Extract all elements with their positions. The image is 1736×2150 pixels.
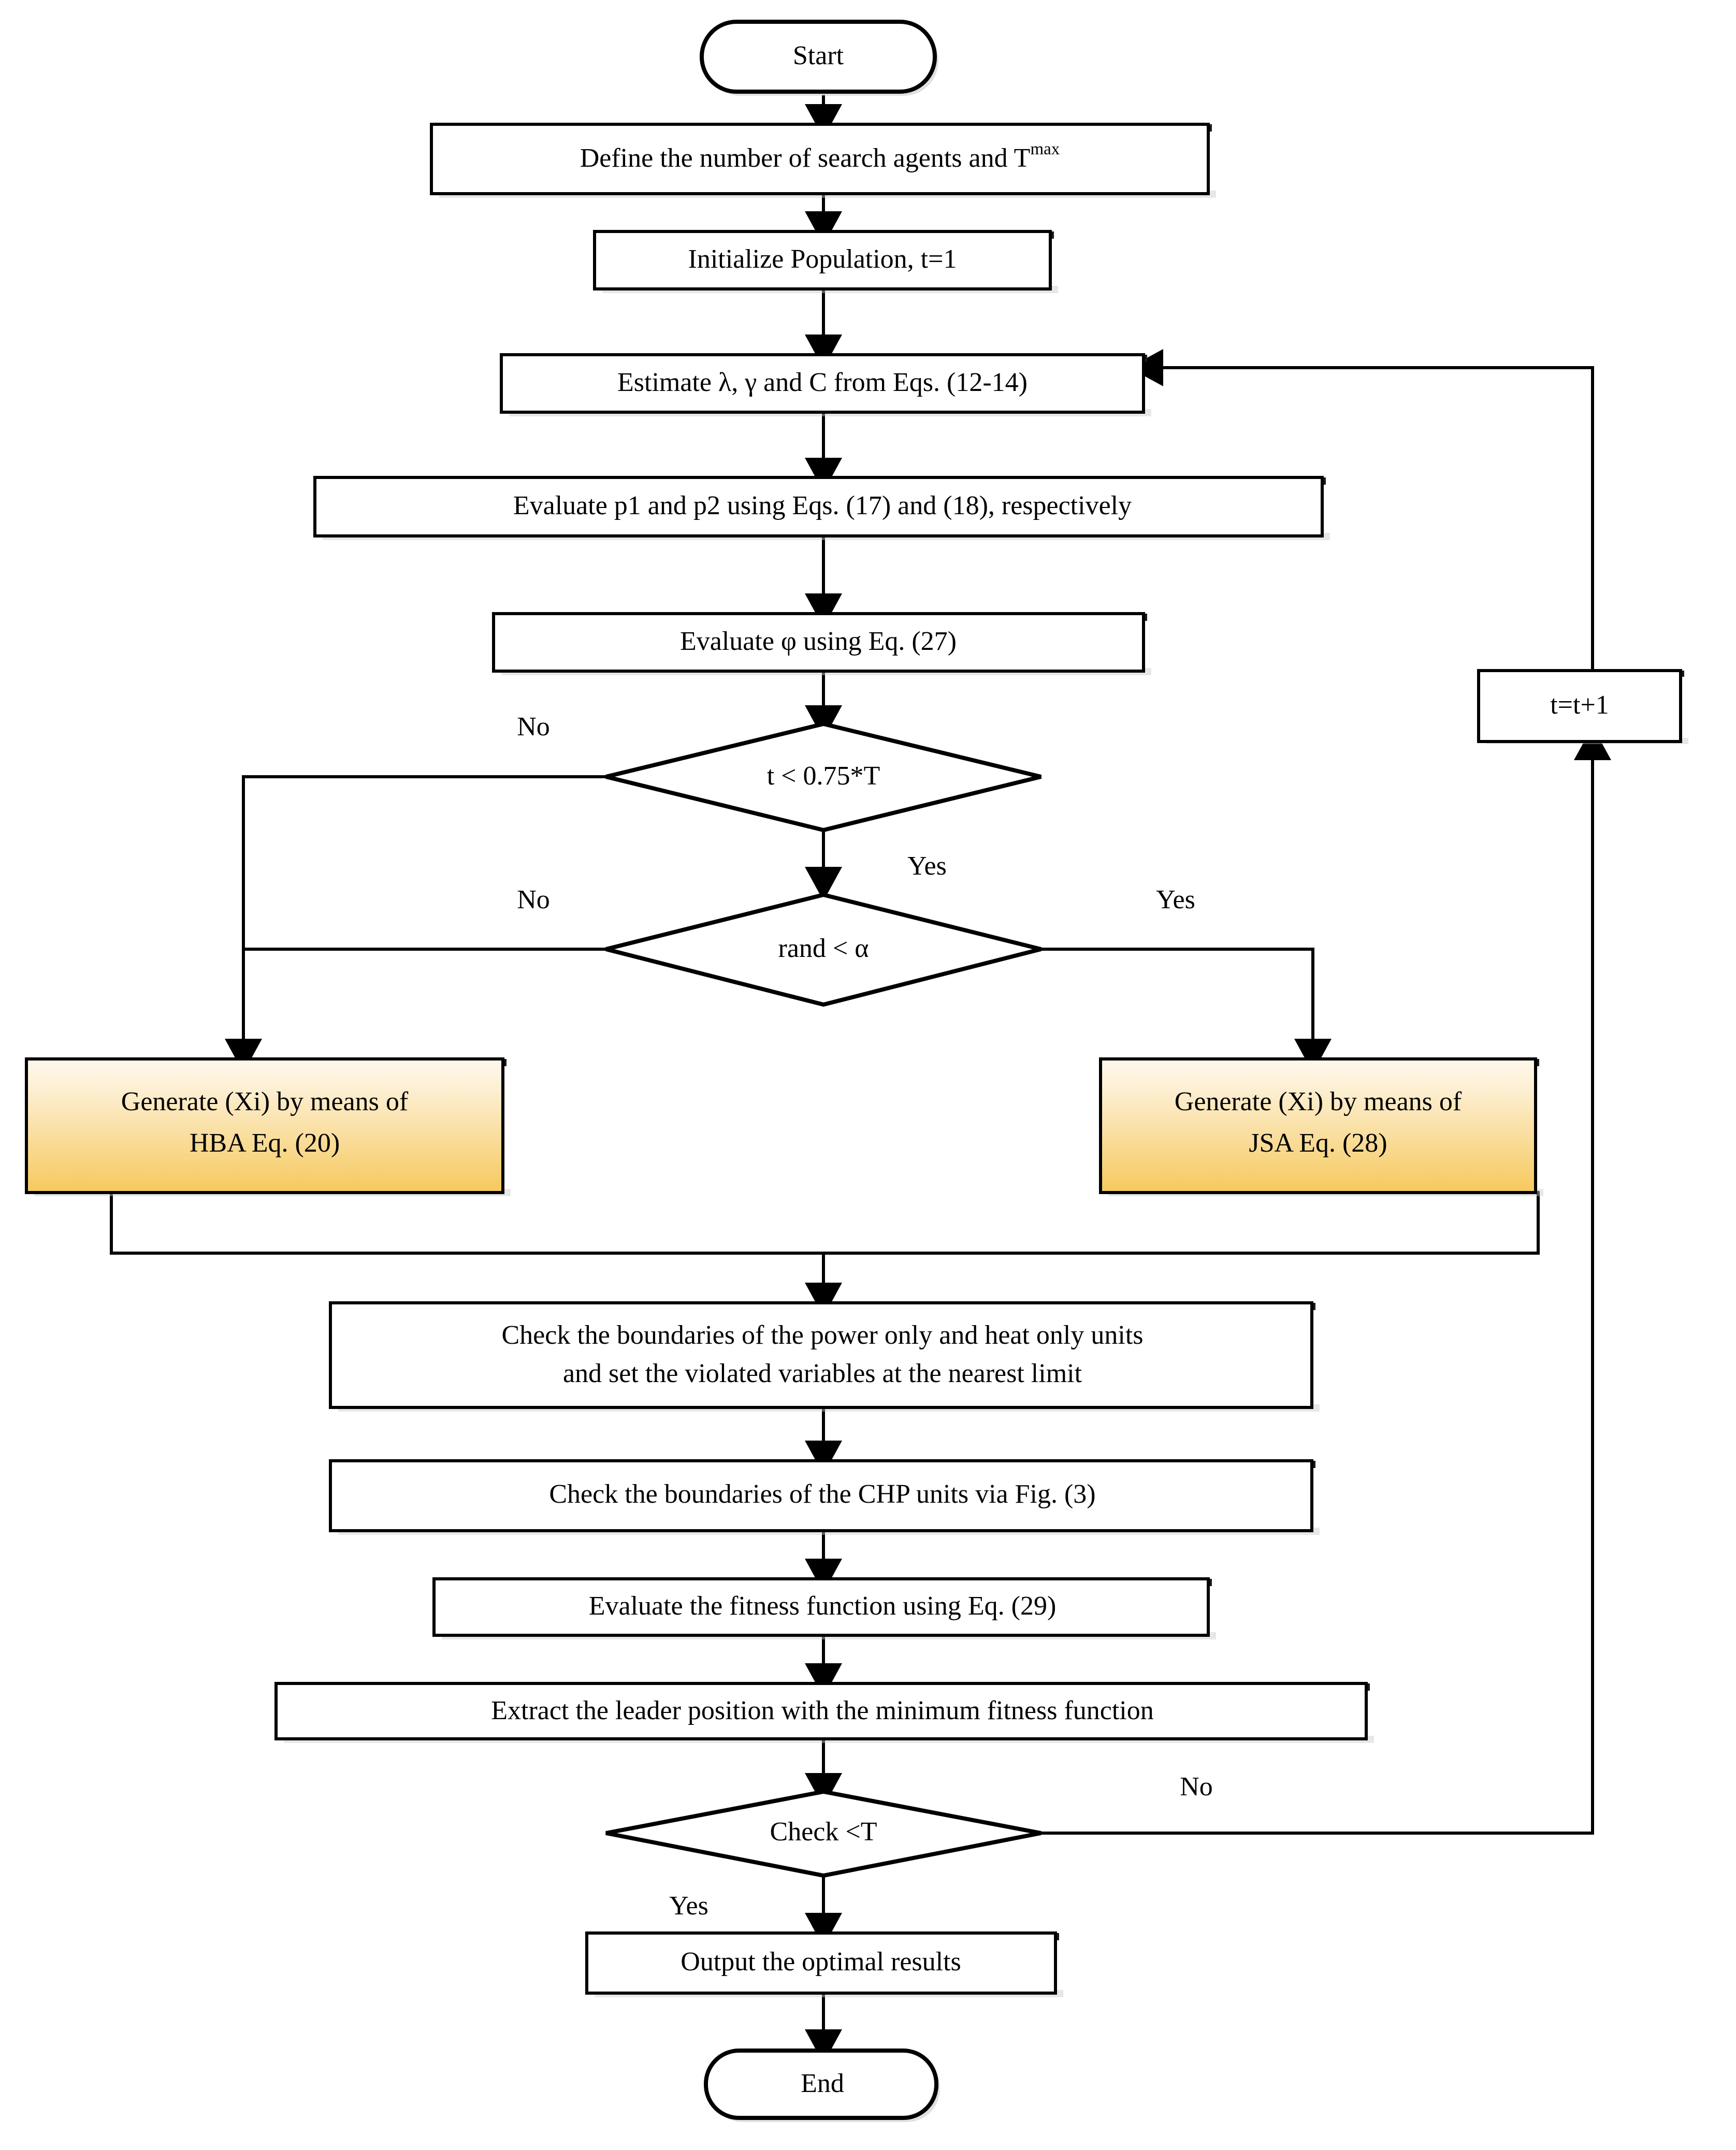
edge-decisionrand-yes [1041, 948, 1332, 1073]
node-evaluate-p: Evaluate p1 and p2 using Eqs. (17) and (… [313, 476, 1330, 540]
init-label: Initialize Population, t=1 [688, 244, 957, 274]
evaluate-phi-box-shape [492, 612, 1145, 673]
check-bounds-line2: and set the violated variables at the ne… [563, 1359, 1082, 1388]
define-box-shape [430, 123, 1210, 195]
generate-jsa-line2: JSA Eq. (28) [1249, 1128, 1387, 1158]
node-estimate: Estimate λ, γ and C from Eqs. (12-14) [500, 353, 1151, 416]
edge-increment-to-estimate [1129, 349, 1594, 669]
node-check-bounds: Check the boundaries of the power only a… [329, 1301, 1320, 1412]
decision-t-shape [605, 721, 1041, 833]
node-generate-hba: Generate (Xi) by means of HBA Eq. (20) [25, 1057, 511, 1196]
extract-leader-label: Extract the leader position with the min… [491, 1696, 1154, 1725]
init-box-shape [593, 230, 1052, 290]
node-decision-check-t: Check <T [605, 1789, 1041, 1878]
decision-rand-shape [605, 892, 1041, 1007]
edge-jsa-merge [823, 1191, 1540, 1255]
edge-decisiont-no [242, 775, 606, 1056]
evaluate-phi-label: Evaluate φ using Eq. (27) [680, 627, 957, 656]
end-label: End [801, 2069, 844, 2098]
edge-label-t-no: No [517, 712, 550, 742]
node-decision-rand: rand < α [605, 892, 1041, 1007]
estimate-label: Estimate λ, γ and C from Eqs. (12-14) [617, 368, 1028, 397]
edge-label-check-yes: Yes [669, 1891, 708, 1921]
edge-label-rand-no: No [517, 885, 550, 914]
node-output: Output the optimal results [585, 1931, 1063, 1997]
decision-check-t-shape [605, 1789, 1041, 1878]
define-label: Define the number of search agents and T… [580, 140, 1060, 173]
node-define: Define the number of search agents and T… [430, 123, 1216, 198]
check-chp-box-shape [329, 1459, 1313, 1532]
node-check-chp: Check the boundaries of the CHP units vi… [329, 1459, 1320, 1535]
node-increment: t=t+1 [1477, 669, 1688, 744]
decision-t-label: t < 0.75*T [767, 761, 880, 791]
node-end: End [704, 2049, 940, 2122]
output-box-shape [585, 1931, 1057, 1995]
check-bounds-box-shape [329, 1301, 1313, 1409]
edge-hba-merge [110, 1191, 823, 1255]
estimate-box-shape [500, 353, 1145, 414]
generate-jsa-line1: Generate (Xi) by means of [1175, 1087, 1462, 1116]
node-evaluate-fitness: Evaluate the fitness function using Eq. … [432, 1577, 1216, 1639]
evaluate-fitness-label: Evaluate the fitness function using Eq. … [589, 1591, 1057, 1621]
edge-label-t-yes: Yes [907, 851, 947, 881]
node-init: Initialize Population, t=1 [593, 230, 1058, 293]
generate-jsa-box-shape [1099, 1057, 1537, 1194]
end-terminal-shape [704, 2049, 938, 2120]
evaluate-p-box-shape [313, 476, 1324, 538]
node-start: Start [700, 20, 938, 96]
increment-box-shape [1477, 669, 1682, 743]
check-bounds-line1: Check the boundaries of the power only a… [501, 1320, 1143, 1350]
start-terminal-shape [700, 20, 937, 94]
edge-label-check-no: No [1180, 1772, 1213, 1802]
generate-hba-line1: Generate (Xi) by means of [121, 1087, 409, 1116]
extract-leader-box-shape [274, 1682, 1368, 1740]
increment-label: t=t+1 [1550, 690, 1609, 720]
edge-decisioncheckt-no [1041, 726, 1611, 1835]
start-label: Start [793, 41, 844, 70]
decision-check-t-label: Check <T [770, 1817, 877, 1847]
node-decision-t: t < 0.75*T [605, 721, 1041, 833]
evaluate-fitness-box-shape [432, 1577, 1210, 1637]
node-evaluate-phi: Evaluate φ using Eq. (27) [492, 612, 1151, 675]
node-extract-leader: Extract the leader position with the min… [274, 1682, 1374, 1743]
check-chp-label: Check the boundaries of the CHP units vi… [549, 1479, 1095, 1509]
generate-hba-line2: HBA Eq. (20) [190, 1128, 340, 1158]
evaluate-p-label: Evaluate p1 and p2 using Eqs. (17) and (… [513, 491, 1132, 520]
decision-rand-label: rand < α [778, 934, 869, 963]
edge-label-rand-yes: Yes [1156, 885, 1195, 914]
output-label: Output the optimal results [681, 1947, 961, 1977]
node-generate-jsa: Generate (Xi) by means of JSA Eq. (28) [1099, 1057, 1543, 1196]
generate-hba-box-shape [25, 1057, 504, 1194]
